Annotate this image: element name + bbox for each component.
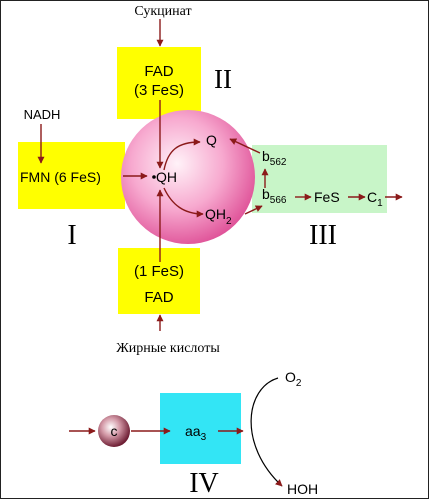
fatty-acids-label: Жирные кислоты bbox=[116, 341, 220, 356]
qh2-subscript: 2 bbox=[226, 216, 232, 227]
qh-dot bbox=[152, 175, 156, 179]
fes-label: FeS bbox=[314, 189, 340, 205]
qh-center-label: QH bbox=[156, 169, 177, 185]
complex-II-box-line1: FAD bbox=[144, 63, 173, 80]
lower-box-line1: (1 FeS) bbox=[134, 263, 184, 280]
c1-subscript: 1 bbox=[377, 198, 383, 209]
qh-to-q-arrow bbox=[163, 138, 201, 171]
oxygen-curve bbox=[250, 377, 283, 487]
complex-II-box-line2: (3 FeS) bbox=[134, 82, 184, 99]
b562-base: b bbox=[262, 148, 270, 164]
quinone-sphere bbox=[121, 110, 255, 244]
b562-label: b562 bbox=[262, 148, 287, 168]
c1-label: C1 bbox=[367, 189, 383, 209]
aa3-label: aa3 bbox=[185, 423, 207, 443]
complex-II-box bbox=[117, 47, 201, 119]
qh2-to-b566-arrow bbox=[244, 205, 263, 215]
complex-III-box bbox=[252, 145, 387, 213]
complex-III-roman: III bbox=[309, 220, 337, 251]
oxygen-base: O bbox=[285, 369, 296, 385]
b562-to-q-arrow bbox=[229, 138, 261, 154]
lower-box-line2: FAD bbox=[144, 289, 173, 306]
succinate-label: Сукцинат bbox=[134, 4, 191, 19]
aa3-subscript: 3 bbox=[201, 432, 207, 443]
q-label: Q bbox=[206, 132, 217, 148]
complex-I-box-label: FMN (6 FeS) bbox=[20, 169, 101, 185]
complex-I-roman: I bbox=[67, 220, 76, 251]
c1-base: C bbox=[367, 189, 377, 205]
oxygen-subscript: 2 bbox=[296, 378, 302, 389]
complex-I-box bbox=[18, 142, 125, 209]
qh-to-qh2-arrow bbox=[163, 187, 204, 218]
water-label: HOH bbox=[287, 481, 318, 497]
cytochrome-aa3-box bbox=[160, 393, 241, 464]
complex-II-roman: II bbox=[214, 64, 232, 94]
qh2-label: QH2 bbox=[205, 206, 232, 227]
b566-subscript: 566 bbox=[270, 195, 287, 206]
complex-IV-roman: IV bbox=[189, 468, 219, 499]
b566-label: b566 bbox=[262, 186, 287, 206]
lower-dehydrogenase-box bbox=[118, 248, 200, 314]
nadh-label: NADH bbox=[24, 107, 61, 122]
oxygen-label: O2 bbox=[285, 369, 302, 389]
aa3-base: aa bbox=[185, 423, 201, 439]
cytochrome-c-bead bbox=[98, 415, 130, 447]
qh2-base: QH bbox=[205, 206, 226, 222]
cytochrome-c-label: c bbox=[111, 423, 118, 439]
b562-subscript: 562 bbox=[270, 157, 287, 168]
b566-base: b bbox=[262, 186, 270, 202]
